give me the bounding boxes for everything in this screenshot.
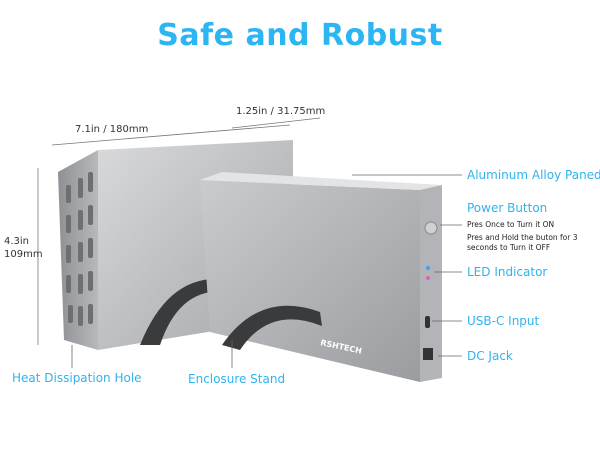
height-dimension-in: 4.3in (4, 236, 30, 247)
length-dimension: 7.1in / 180mm (75, 124, 149, 135)
front-enclosure: RSHTECH (200, 172, 442, 382)
callout-aluminum: Aluminum Alloy Paned (467, 168, 600, 182)
height-dimension-mm: 109mm (4, 249, 43, 260)
page-title: Safe and Robust (157, 18, 443, 53)
callout-lines (71, 174, 462, 368)
callout-dc-jack: DC Jack (467, 349, 513, 363)
callout-power-button: Power Button (467, 201, 548, 215)
power-desc-1: Pres Once to Turn it ON (467, 220, 555, 229)
dimension-lines (37, 117, 321, 345)
power-desc-2: Pres and Hold the buton for 3 seconds to… (467, 233, 578, 252)
callout-usbc: USB-C Input (467, 314, 540, 328)
callout-led: LED Indicator (467, 265, 548, 279)
callout-heat-hole: Heat Dissipation Hole (12, 371, 142, 385)
width-dimension: 1.25in / 31.75mm (236, 106, 326, 117)
callout-stand: Enclosure Stand (188, 372, 286, 386)
